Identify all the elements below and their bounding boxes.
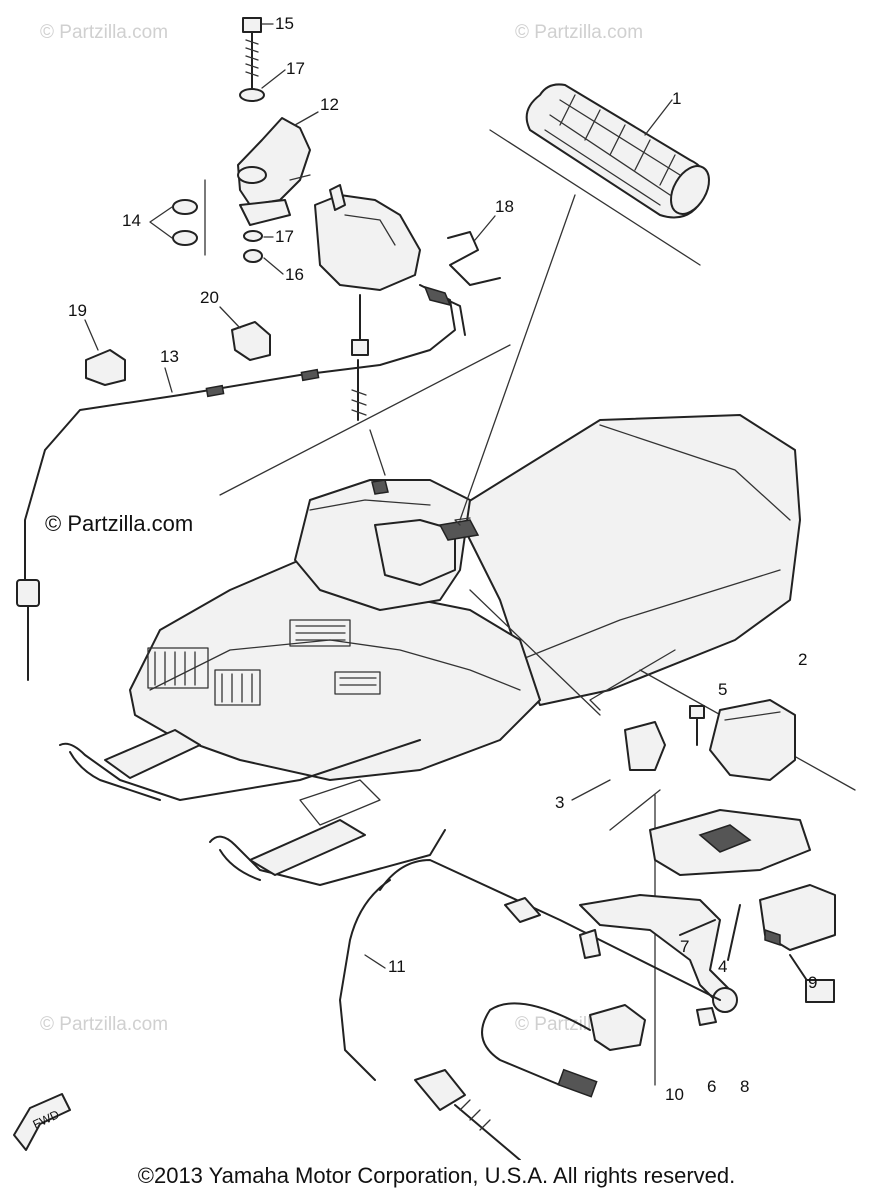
callout-number: 6 [707, 1077, 716, 1096]
callout-number: 11 [388, 957, 406, 976]
watermark: © Partzilla.com [40, 1014, 168, 1035]
copyright-notice: ©2013 Yamaha Motor Corporation, U.S.A. A… [137, 1163, 736, 1188]
reference-bracket-line [489, 129, 701, 266]
arrow-head [454, 517, 471, 526]
watermark: © Partzilla.com [515, 22, 643, 43]
forward-arrow: FWD [13, 1093, 71, 1151]
callout-number: 16 [285, 265, 304, 284]
callout-number: 14 [122, 211, 141, 230]
callout-number: 13 [160, 347, 179, 366]
callout-number: 5 [718, 680, 727, 699]
callout-number: 10 [665, 1085, 684, 1104]
callout-number: 7 [680, 937, 689, 956]
callout-number: 4 [718, 957, 727, 976]
callout-number: 9 [808, 973, 817, 992]
callout-number: 19 [68, 301, 87, 320]
snowmobile-body [59, 414, 801, 886]
callout-number: 1 [672, 89, 681, 108]
callout-number: 17 [275, 227, 294, 246]
callout-number: 20 [200, 288, 219, 307]
callout-number: 8 [740, 1077, 749, 1096]
callout-number: 3 [555, 793, 564, 812]
callout-number: 18 [495, 197, 514, 216]
leader-line [469, 589, 601, 716]
switch-assembly [481, 699, 836, 1098]
leader-line [369, 429, 386, 476]
callout-number: 17 [286, 59, 305, 78]
cable [339, 859, 721, 1161]
watermark: © Partzilla.com [45, 511, 193, 536]
callout-number: 15 [275, 14, 294, 33]
grip [525, 83, 710, 219]
callout-number: 12 [320, 95, 339, 114]
throttle-assembly [16, 17, 501, 681]
exploded-view-svg: © Partzilla.com © Partzilla.com © Partzi… [13, 14, 856, 1161]
callout-number: 2 [798, 650, 807, 669]
leader-line [459, 194, 576, 521]
watermark: © Partzilla.com [40, 22, 168, 43]
reference-bracket-line [219, 344, 511, 496]
